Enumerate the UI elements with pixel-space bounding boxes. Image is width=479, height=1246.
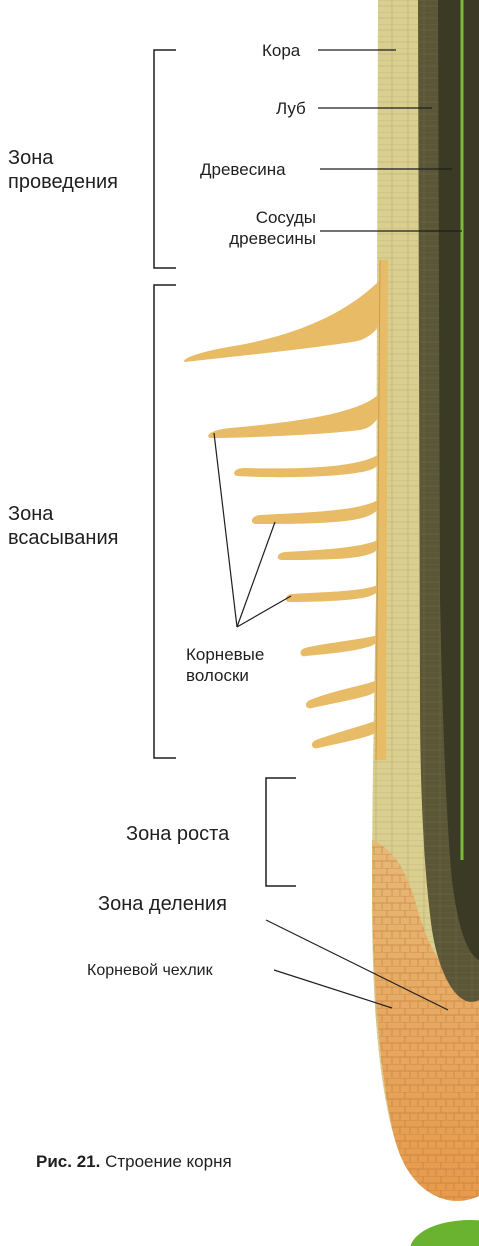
zone-division-label: Зона деления [98, 892, 227, 916]
vessels-label: Сосуды древесины [202, 207, 316, 249]
zone-absorption-label: Зона всасывания [8, 502, 118, 550]
figure-number: Рис. 21. [36, 1152, 100, 1171]
xylem-label: Древесина [200, 159, 286, 180]
root-hairs-label: Корневые волоски [186, 644, 264, 686]
leader-hair-1 [214, 433, 237, 627]
figure-title: Строение корня [105, 1152, 232, 1171]
leader-hair-3 [237, 596, 291, 627]
root-cap-label: Корневой чехлик [87, 960, 213, 981]
figure-caption: Рис. 21. Строение корня [36, 1152, 232, 1172]
zone-conduction-label: Зона проведения [8, 146, 118, 194]
cortex-label: Кора [262, 40, 300, 61]
zone-growth-label: Зона роста [126, 822, 229, 846]
bracket-growth [266, 778, 296, 886]
bracket-conduction [154, 50, 176, 268]
leader-hair-2 [237, 522, 275, 627]
phloem-label: Луб [276, 98, 306, 119]
green-ball [410, 1220, 479, 1246]
bracket-absorption [154, 285, 176, 758]
